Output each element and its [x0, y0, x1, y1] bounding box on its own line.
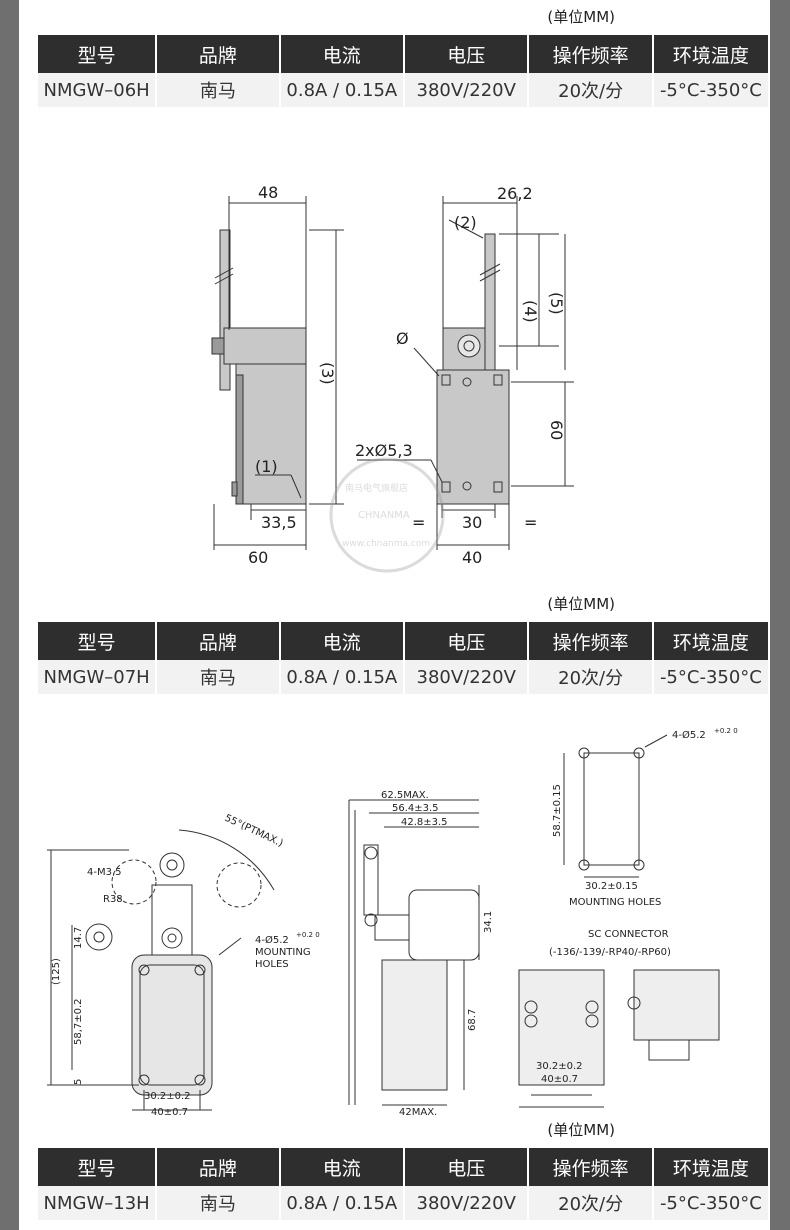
mh-width: 30.2±0.15 — [585, 881, 638, 892]
cell-model: NMGW–13H — [38, 1186, 157, 1220]
dim-30-2: 30.2±0.2 — [144, 1091, 191, 1102]
header-model: 型号 — [38, 1148, 157, 1186]
cell-brand: 南马 — [155, 1186, 280, 1220]
table-row: NMGW–06H 南马 0.8A / 0.15A 380V/220V 20次/分… — [38, 73, 768, 107]
cell-model: NMGW–06H — [38, 73, 157, 107]
cell-brand: 南马 — [155, 73, 280, 107]
dim-40: 40 — [462, 548, 482, 567]
sc-title: SC CONNECTOR — [588, 929, 669, 940]
dim-48: 48 — [258, 183, 278, 202]
header-voltage: 电压 — [403, 1148, 529, 1186]
header-voltage: 电压 — [403, 35, 529, 73]
spec-table-2: 型号 品牌 电流 电压 操作频率 环境温度 NMGW–07H 南马 0.8A /… — [38, 622, 768, 694]
spec-table-header: 型号 品牌 电流 电压 操作频率 环境温度 — [38, 1148, 768, 1186]
holes-label: 2xØ5,3 — [355, 441, 413, 460]
m35-label: 4-M3,5 — [87, 867, 122, 878]
cell-temperature: -5°C-350°C — [651, 660, 768, 694]
spec-table-3: 型号 品牌 电流 电压 操作频率 环境温度 NMGW–13H 南马 0.8A /… — [38, 1148, 768, 1220]
holes-a: 4-Ø5.2 — [255, 934, 289, 946]
mounting-b: HOLES — [255, 959, 289, 970]
dim-30: 30 — [462, 513, 482, 532]
dim-40-7: 40±0.7 — [151, 1107, 188, 1118]
table-row: NMGW–13H 南马 0.8A / 0.15A 380V/220V 20次/分… — [38, 1186, 768, 1220]
cell-temperature: -5°C-350°C — [651, 1186, 768, 1220]
watermark: 南马电气旗舰店 CHNANMA www.chnanma.com — [329, 457, 445, 573]
header-current: 电流 — [278, 35, 405, 73]
cell-frequency: 20次/分 — [527, 73, 653, 107]
spec-table-1: 型号 品牌 电流 电压 操作频率 环境温度 NMGW–06H 南马 0.8A /… — [38, 35, 768, 107]
dim-68-7: 68.7 — [467, 1009, 478, 1031]
drawing-nmgw-07h: 55°(PTMAX.) 4-M3,5 R38 14.7 (125) 58,7±0… — [47, 727, 738, 1118]
dim-34-1: 34.1 — [483, 911, 494, 933]
label-2: (2) — [454, 213, 477, 232]
header-frequency: 操作频率 — [527, 1148, 653, 1186]
dim-58-7: 58,7±0.2 — [73, 998, 84, 1045]
mh-dim: 58.7±0.15 — [552, 784, 563, 837]
watermark-bottom: www.chnanma.com — [342, 539, 430, 549]
unit-label-1: (单位MM) — [547, 8, 615, 26]
dim-60-vertical: 60 — [547, 420, 566, 440]
dim-33-5: 33,5 — [261, 513, 297, 532]
header-current: 电流 — [278, 622, 405, 660]
sc-30-2: 30.2±0.2 — [536, 1061, 583, 1072]
dim-42-8: 42.8±3.5 — [401, 817, 448, 828]
cell-voltage: 380V/220V — [403, 1186, 529, 1220]
cell-frequency: 20次/分 — [527, 660, 653, 694]
header-temperature: 环境温度 — [651, 622, 768, 660]
dim-14-7: 14.7 — [73, 927, 84, 949]
mh-tolerance: +0.2 0 — [714, 727, 738, 735]
cell-brand: 南马 — [155, 660, 280, 694]
sc-40-7: 40±0.7 — [541, 1074, 578, 1085]
product-sheet: (单位MM) 型号 品牌 电流 电压 操作频率 环境温度 NMGW–06H 南马… — [19, 0, 770, 1230]
cell-current: 0.8A / 0.15A — [278, 73, 405, 107]
label-1: (1) — [255, 457, 278, 476]
label-5: (5) — [547, 292, 566, 315]
dim-26-2: 26,2 — [497, 184, 533, 203]
header-brand: 品牌 — [155, 35, 280, 73]
dim-125: (125) — [51, 958, 62, 985]
cell-voltage: 380V/220V — [403, 73, 529, 107]
drawing-nmgw-06h: 48 26,2 (2) (4) (5) (3) (1) 60 Ø 2xØ5,3 … — [211, 183, 574, 573]
watermark-mid: CHNANMA — [358, 510, 410, 521]
header-frequency: 操作频率 — [527, 622, 653, 660]
dim-56-4: 56.4±3.5 — [392, 803, 439, 814]
cell-frequency: 20次/分 — [527, 1186, 653, 1220]
header-brand: 品牌 — [155, 1148, 280, 1186]
label-4: (4) — [521, 300, 540, 323]
dim-42max: 42MAX. — [399, 1107, 437, 1118]
cell-current: 0.8A / 0.15A — [278, 660, 405, 694]
spec-table-header: 型号 品牌 电流 电压 操作频率 环境温度 — [38, 35, 768, 73]
cell-temperature: -5°C-350°C — [651, 73, 768, 107]
header-voltage: 电压 — [403, 622, 529, 660]
header-temperature: 环境温度 — [651, 35, 768, 73]
header-model: 型号 — [38, 35, 157, 73]
spec-table-header: 型号 品牌 电流 电压 操作频率 环境温度 — [38, 622, 768, 660]
unit-label-2: (单位MM) — [547, 595, 615, 613]
eq-right: = — [524, 513, 537, 532]
eq-left: = — [412, 513, 425, 532]
watermark-top: 南马电气旗舰店 — [345, 482, 408, 494]
header-frequency: 操作频率 — [527, 35, 653, 73]
label-3: (3) — [318, 362, 337, 385]
cell-model: NMGW–07H — [38, 660, 157, 694]
angle-label: 55°(PTMAX.) — [223, 813, 285, 850]
holes-tolerance: +0.2 0 — [296, 931, 320, 939]
header-model: 型号 — [38, 622, 157, 660]
r38-label: R38 — [103, 894, 123, 905]
table-row: NMGW–07H 南马 0.8A / 0.15A 380V/220V 20次/分… — [38, 660, 768, 694]
dim-62-5: 62.5MAX. — [381, 790, 429, 801]
dim-5: 5 — [73, 1079, 84, 1085]
dim-60: 60 — [248, 548, 268, 567]
phi-label: Ø — [396, 329, 409, 348]
mh-label: MOUNTING HOLES — [569, 897, 661, 908]
header-current: 电流 — [278, 1148, 405, 1186]
header-brand: 品牌 — [155, 622, 280, 660]
unit-label-3: (单位MM) — [547, 1121, 615, 1139]
header-temperature: 环境温度 — [651, 1148, 768, 1186]
cell-current: 0.8A / 0.15A — [278, 1186, 405, 1220]
sc-subtitle: (-136/-139/-RP40/-RP60) — [549, 947, 671, 958]
mounting-a: MOUNTING — [255, 947, 311, 958]
cell-voltage: 380V/220V — [403, 660, 529, 694]
mh-holes: 4-Ø5.2 — [672, 729, 706, 741]
